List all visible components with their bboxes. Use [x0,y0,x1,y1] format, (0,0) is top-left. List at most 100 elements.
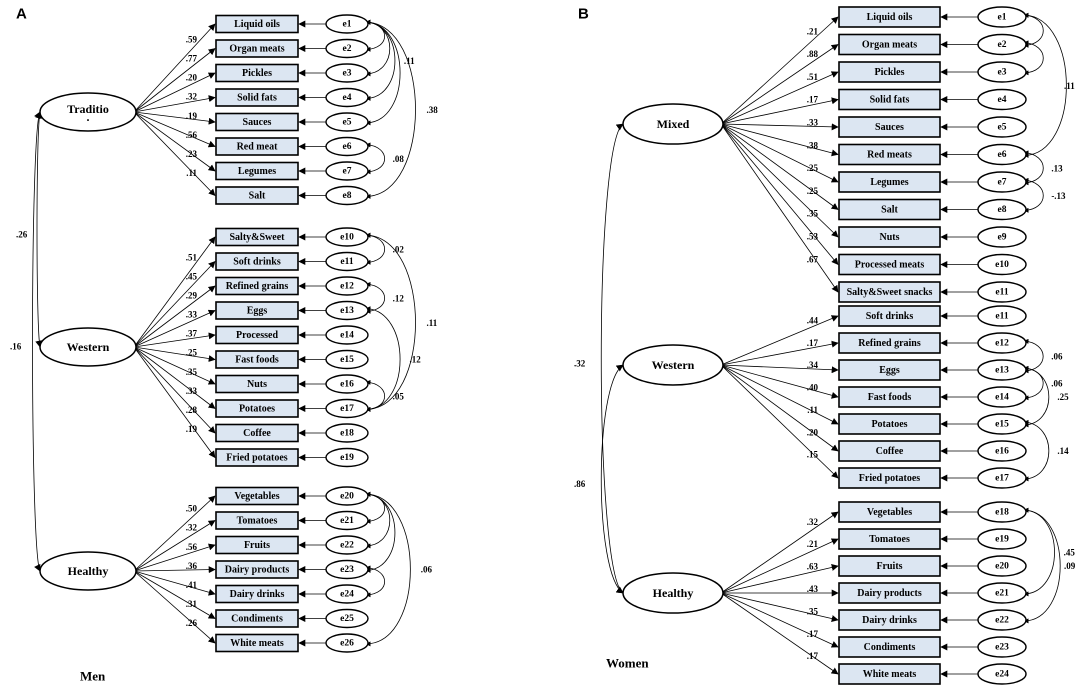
loading-value: .32 [807,517,819,527]
loading-value: .31 [186,599,198,609]
observed-variable-box [838,413,941,435]
error-term-ellipse [977,226,1027,248]
loading-value: .21 [807,26,819,36]
error-covariance-value: .38 [426,105,438,115]
observed-variable-label: Red meats [867,150,912,161]
error-term-label: e13 [340,306,354,316]
observed-variable-label: Liquid oils [867,12,913,23]
loading-value: .40 [807,383,819,393]
error-term-label: e21 [340,516,354,526]
error-term-ellipse [977,116,1027,138]
error-covariance-value: -.13 [1051,191,1066,201]
error-covariance-value: .02 [393,244,405,254]
observed-variable-box [215,486,299,506]
loading-value: .25 [807,163,819,173]
latent-factor-ellipse [39,327,137,367]
error-term-ellipse [325,559,369,580]
error-term-label: e15 [340,355,354,365]
error-term-label: e20 [340,492,354,502]
observed-variable-label: Refined grains [858,338,921,349]
error-term-ellipse [325,423,369,443]
loading-value: .33 [807,117,819,127]
observed-variable-label: Dairy drinks [230,589,285,600]
observed-variable-box [838,116,941,138]
observed-variable-box [838,528,941,550]
error-covariance-arc [1023,507,1055,597]
error-term-ellipse [325,486,369,506]
loading-value: .33 [186,310,198,320]
observed-variable-label: Tomatoes [237,516,278,527]
error-term-label: e19 [340,453,354,463]
error-term-label: e17 [995,474,1009,484]
error-term-ellipse [977,61,1027,83]
error-term-ellipse [977,636,1027,658]
factor-correlation-arc [32,111,41,572]
loading-path [133,72,216,113]
error-covariance-value: .11 [1064,81,1075,91]
loading-path [720,123,839,266]
observed-variable-label: Solid fats [237,93,277,104]
error-term-label: e11 [995,288,1008,298]
loading-value: .50 [186,504,198,514]
loading-path [720,364,839,425]
loading-path [720,123,839,131]
error-term-label: e19 [995,535,1009,545]
error-term-label: e8 [343,191,352,201]
observed-variable-box [838,226,941,248]
observed-variable-label: Potatoes [239,404,275,415]
loading-path [133,570,216,619]
observed-variable-box [215,633,299,653]
loading-path [133,566,216,574]
observed-variable-label: Soft drinks [866,311,914,322]
loading-path [720,16,839,125]
error-term-ellipse [325,112,369,132]
error-covariance-value: .09 [1064,561,1076,571]
loading-value: .59 [186,35,198,45]
observed-variable-box [838,61,941,83]
observed-variable-box [215,88,299,107]
error-term-label: e23 [995,643,1009,653]
error-term-ellipse [977,528,1027,550]
error-term-ellipse [325,349,369,370]
error-term-label: e23 [340,565,354,575]
observed-variable-label: Dairy products [857,588,922,599]
error-term-ellipse [325,300,369,321]
loading-value: .32 [186,523,198,533]
loading-path [133,346,216,434]
error-term-ellipse [325,14,369,34]
observed-variable-box [838,6,941,28]
error-term-label: e18 [340,429,354,439]
observed-variable-label: Pickles [875,67,905,78]
loading-value: .56 [186,542,198,552]
error-term-ellipse [325,584,369,604]
error-term-ellipse [977,88,1027,111]
factor-correlation-value: .32 [574,359,586,369]
latent-factor-label: Healthy [653,586,694,600]
latent-factor-label: Mixed [657,117,690,131]
observed-variable-box [838,253,941,276]
loading-path [133,346,216,385]
latent-factor-label: Traditio [67,102,109,116]
observed-variable-label: Eggs [879,365,900,376]
observed-variable-box [838,143,941,166]
observed-variable-box [215,14,299,34]
error-term-ellipse [325,325,369,345]
observed-variable-box [215,448,299,467]
error-term-ellipse [325,63,369,83]
error-term-ellipse [977,440,1027,462]
error-covariance-arc [1023,12,1067,158]
loading-value: .35 [186,367,198,377]
loading-value: .25 [186,348,198,358]
error-covariance-arc [365,281,385,314]
observed-variable-label: Condiments [231,614,283,625]
error-term-label: e18 [995,508,1009,518]
observed-variable-label: Fast foods [868,392,912,403]
error-term-ellipse [325,398,369,419]
loading-value: .28 [186,405,198,415]
loading-path [133,346,216,362]
observed-variable-label: Potatoes [871,419,907,430]
error-term-label: e16 [340,380,354,390]
error-term-ellipse [977,386,1027,408]
error-term-ellipse [977,467,1027,489]
